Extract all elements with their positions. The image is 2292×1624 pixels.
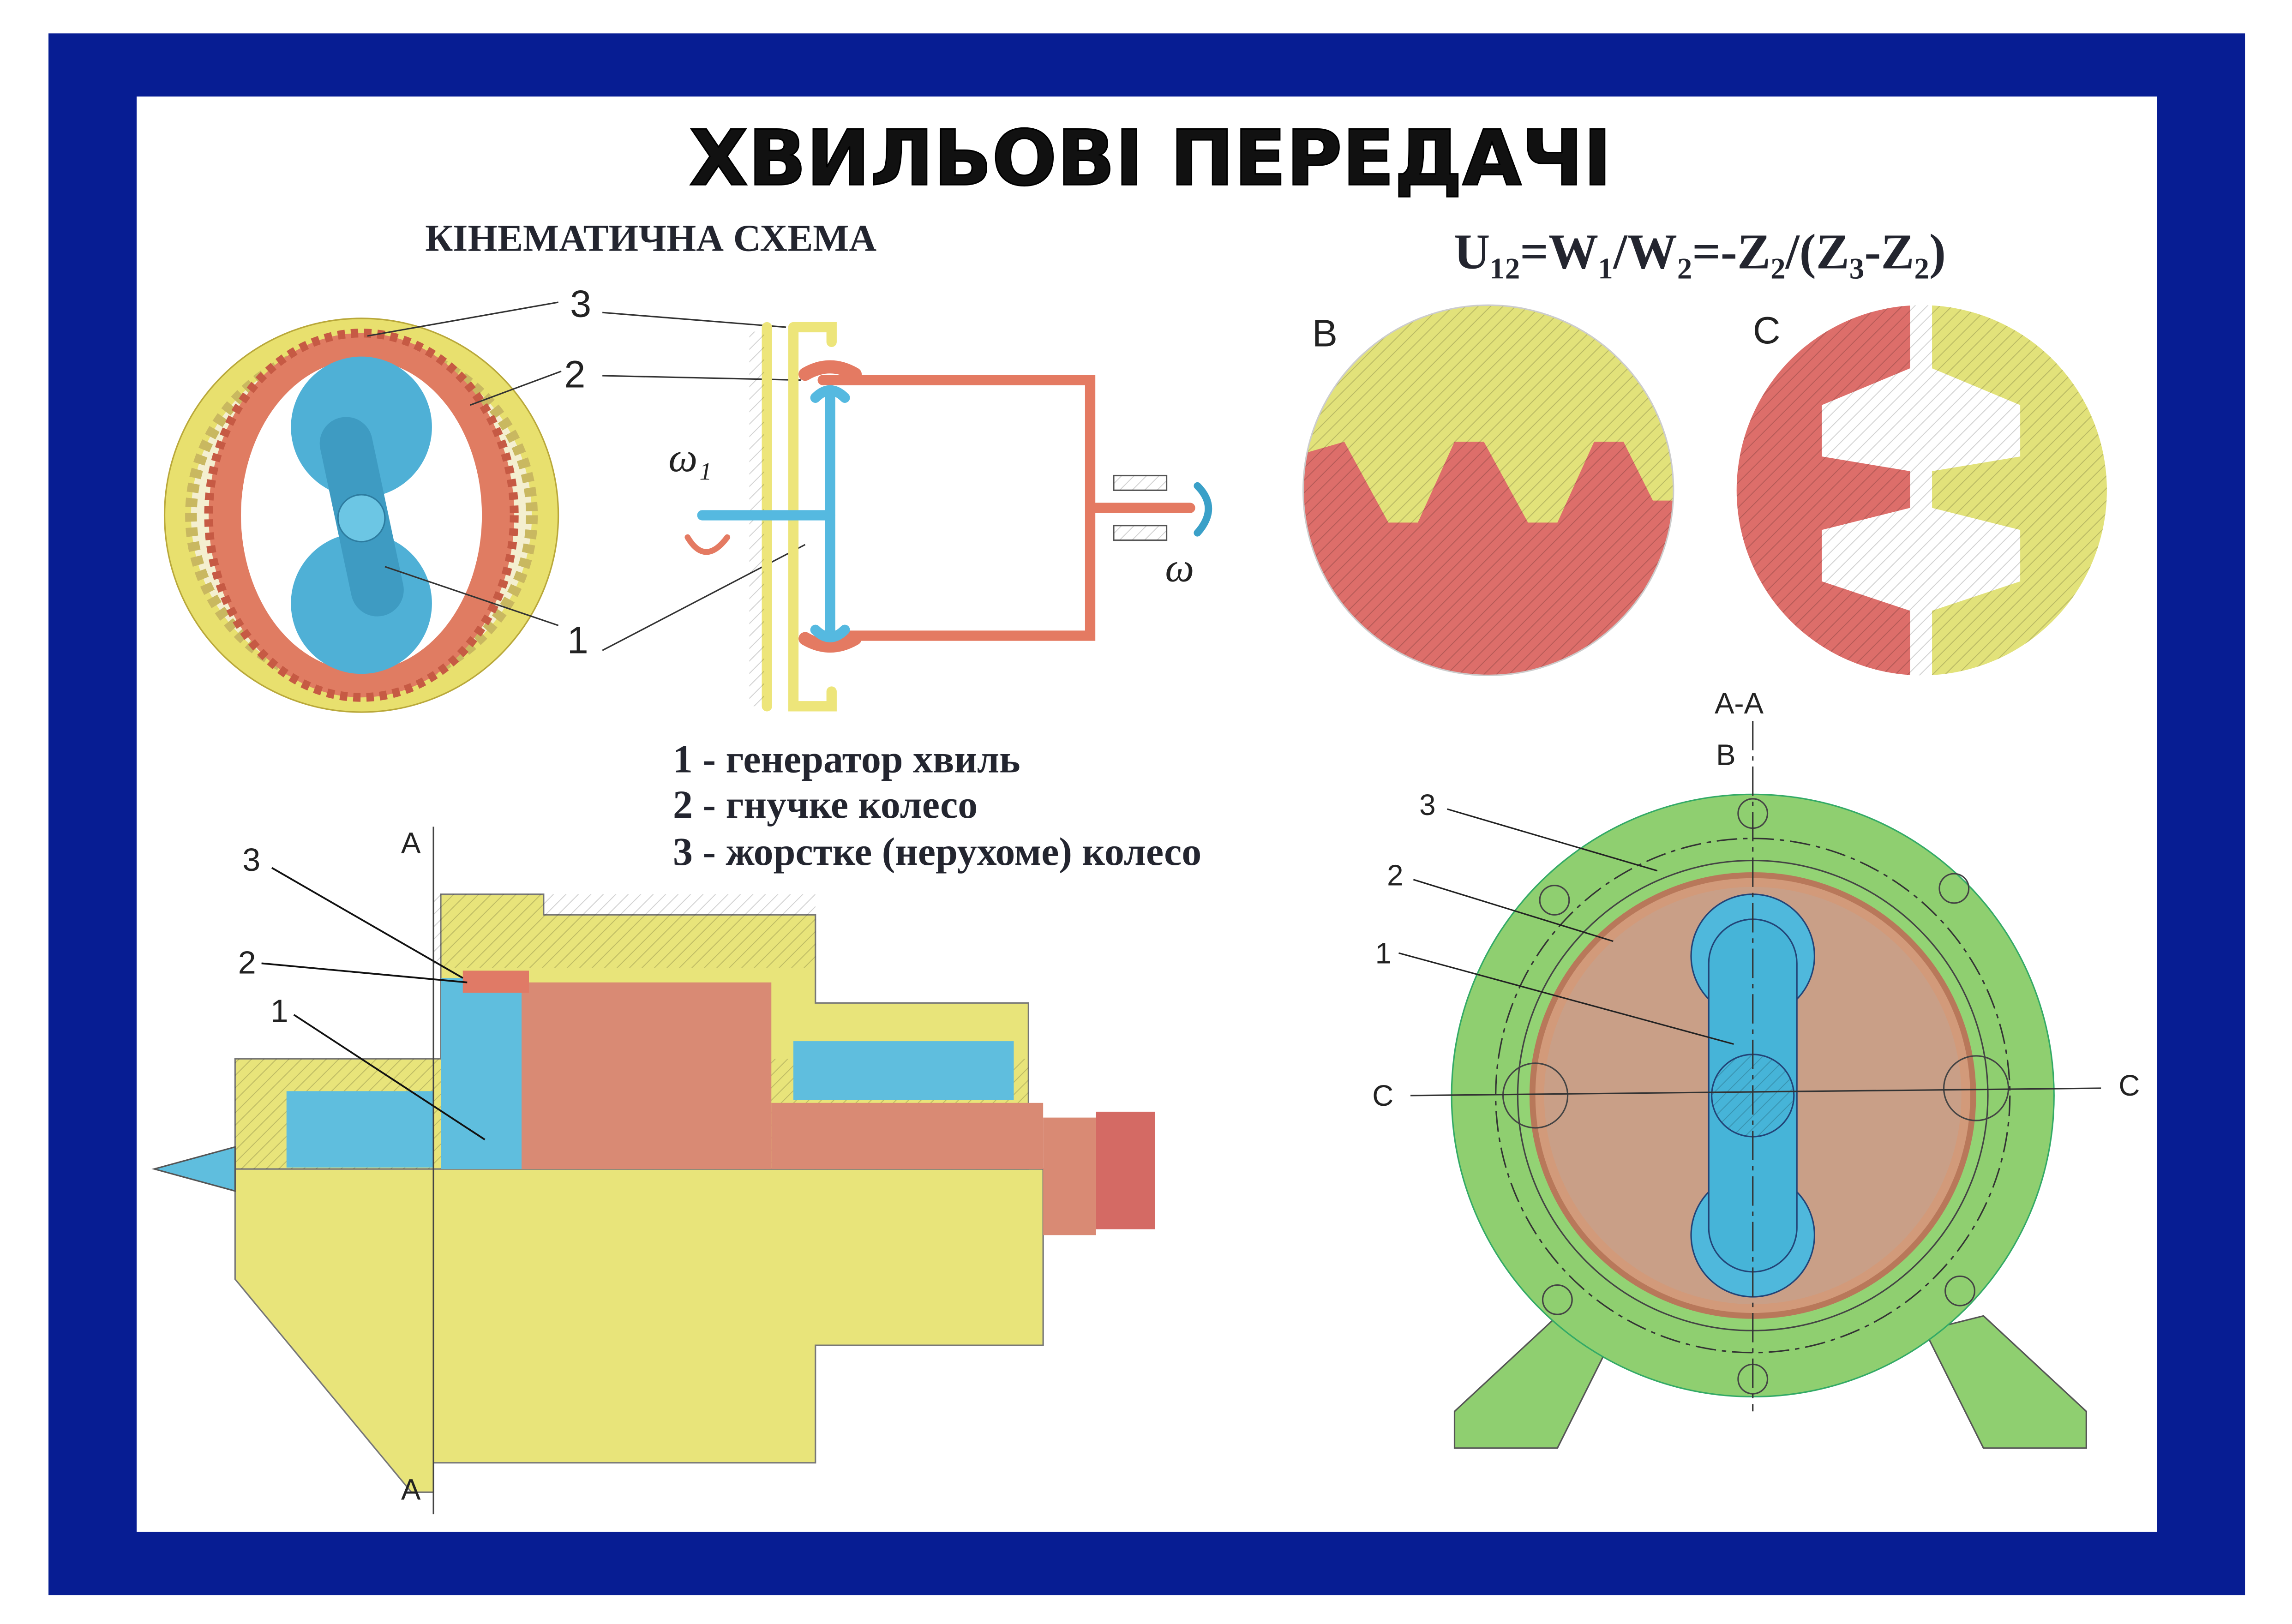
ratio-formula: U₁₂=W₁/W₂=-Z₂/(Z₃-Z₂): [1454, 225, 1946, 280]
cross-label-1: 1: [1375, 937, 1392, 970]
cross-label-c-right: C: [2118, 1069, 2140, 1102]
omega-label: ω: [1165, 545, 1194, 591]
cross-label-3: 3: [1419, 789, 1435, 821]
leader-lines-cross: [1398, 808, 1734, 1045]
detail-c-label: C: [1753, 309, 1781, 352]
label-3: 3: [570, 282, 591, 325]
legend-item: 2 - гнучке колесо: [673, 782, 978, 827]
leader-lines-section: [261, 867, 486, 1140]
detail-b-label: B: [1312, 312, 1338, 354]
section-label-3: 3: [242, 842, 260, 878]
legend-item: 1 - генератор хвиль: [673, 737, 1020, 781]
section-label-2: 2: [238, 945, 256, 981]
cross-label-2: 2: [1387, 859, 1403, 892]
detail-b-teeth: [1302, 304, 1674, 677]
cut-mark-a-bottom: A: [401, 1473, 421, 1506]
cut-mark-a-top: A: [401, 827, 421, 860]
label-1: 1: [567, 619, 588, 662]
legend-item: 3 - жорстке (нерухоме) колесо: [673, 829, 1201, 874]
cross-label-c-left: C: [1372, 1079, 1393, 1112]
wave-gear-front-view: [163, 318, 559, 713]
label-2: 2: [564, 353, 585, 396]
cross-label-b: B: [1716, 739, 1735, 772]
kinematic-schematic: [684, 322, 1212, 712]
section-aa-label: A-A: [1715, 687, 1764, 720]
omega1-label: ω₁: [668, 435, 712, 480]
gearbox-cross-section: [1410, 721, 2101, 1449]
leader-lines-top: [367, 301, 806, 651]
section-label-1: 1: [270, 993, 288, 1029]
poster-title: ХВИЛЬОВІ ПЕРЕДАЧІ: [689, 114, 1612, 203]
gearbox-longitudinal-section: [151, 827, 1155, 1515]
kinematic-heading: КІНЕМАТИЧНА СХЕМА: [425, 216, 876, 259]
parts-legend: 1 - генератор хвиль 2 - гнучке колесо 3 …: [673, 737, 1201, 874]
